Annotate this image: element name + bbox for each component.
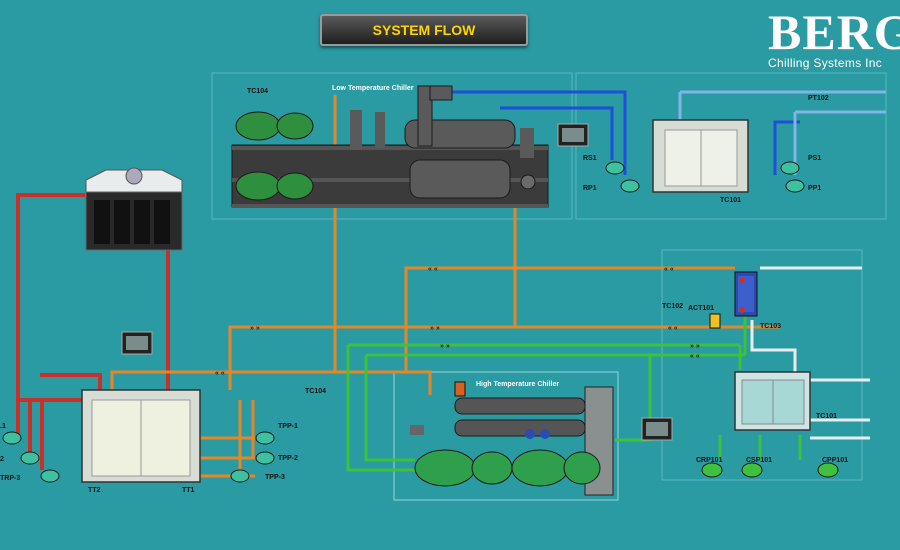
pump-csp101-label: CSP101 [746,457,772,464]
low-temp-chiller-title: Low Temperature Chiller [332,85,414,92]
actuator-valve[interactable] [709,313,721,329]
hot-pipes [16,193,170,470]
hmi-panel-left[interactable] [121,331,153,355]
light-blue-pipes [678,90,886,175]
sensor-tt2-label: TT2 [88,487,101,494]
svg-text:« «: « « [668,325,678,332]
lower-tank[interactable] [734,371,811,431]
pump-ps1-label: PS1 [808,155,821,162]
green-pipes [346,310,802,472]
hmi-panel-upper[interactable] [557,123,589,147]
logo-brand: BERG [768,4,900,60]
pump-rp1-label: RP1 [583,185,597,192]
svg-text:« «: « « [664,266,674,273]
white-pipes [750,266,870,440]
tag-tc101-lower: TC101 [816,413,837,420]
cooling-tower[interactable] [85,167,183,251]
svg-text:« «: « « [690,353,700,360]
tag-pt102: PT102 [808,95,829,102]
pump-pp1-label: PP1 [808,185,821,192]
flow-arrows: « « « « » » » » « « » » » » « « « « [215,266,700,377]
high-temp-chiller-title: High Temperature Chiller [476,381,559,388]
high-temp-chiller[interactable] [410,381,614,496]
tag-tc103: TC103 [760,323,781,330]
berg-logo: BERG Chilling Systems Inc [768,6,900,70]
tag-tc101-upper: TC101 [720,197,741,204]
tag-act101: ACT101 [688,305,714,312]
warm-pipes [110,95,780,478]
hmi-panel-lower[interactable] [641,417,673,441]
svg-text:» »: » » [690,343,700,350]
pump-left-1-label: .1 [0,423,6,430]
heat-exchanger[interactable] [734,271,758,317]
cold-pipes [440,90,800,175]
lower-right-frame [661,249,863,481]
svg-text:» »: » » [250,325,260,332]
svg-text:« «: « « [428,266,438,273]
low-temp-chiller[interactable] [231,85,549,208]
svg-text:» »: » » [440,343,450,350]
svg-text:» »: » » [430,325,440,332]
pump-tpp2-label: TPP-2 [278,455,298,462]
pump-tpp3-label: TPP-3 [265,474,285,481]
high-temp-chiller-frame [393,371,619,501]
pump-crp101-label: CRP101 [696,457,723,464]
tag-tc104-top: TC104 [247,88,268,95]
pump-rs1-label: RS1 [583,155,597,162]
upper-tank[interactable] [652,119,749,193]
pump-left-2-label: 2 [0,456,4,463]
lower-tank-pumps[interactable] [701,462,839,478]
pump-cpp101-label: CPP101 [822,457,848,464]
fan-icon [125,167,143,185]
pump-tpp1-label: TPP-1 [278,423,298,430]
left-tank-pumps-left[interactable] [2,431,60,483]
left-tank[interactable] [81,389,201,483]
tag-tc102: TC102 [662,303,683,310]
pump-trp3-label: TRP-3 [0,475,20,482]
left-tank-pumps-right[interactable] [230,431,275,483]
svg-text:« «: « « [215,370,225,377]
sensor-tt1-label: TT1 [182,487,195,494]
upper-tank-pumps[interactable] [605,161,805,193]
system-flow-title-button[interactable]: SYSTEM FLOW [320,14,528,46]
tag-tc104-mid: TC104 [305,388,326,395]
logo-tagline: Chilling Systems Inc [768,56,883,70]
